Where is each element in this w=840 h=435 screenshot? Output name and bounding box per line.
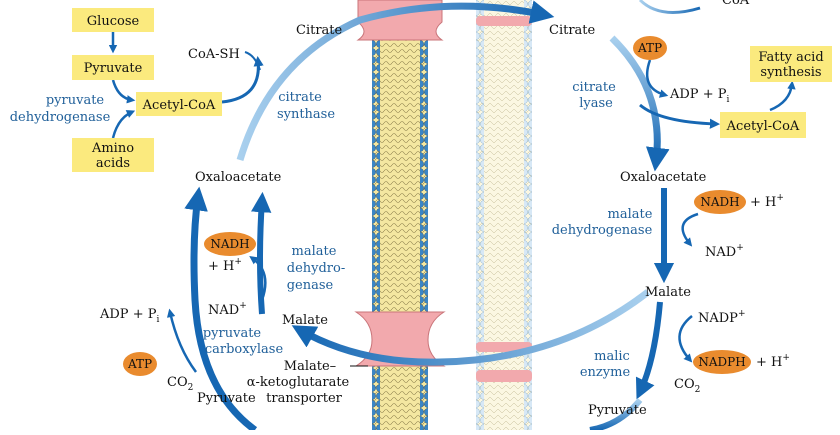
malate-left-label: Malate <box>282 313 328 328</box>
arrow-coash-release <box>244 51 261 71</box>
acetyl-coa-left-label: Acetyl-CoA <box>142 98 216 113</box>
arrow-to-fatty-acid <box>769 80 796 112</box>
atp-right-text: ATP <box>637 41 662 55</box>
arrow-citrate-to-oxaloacetate <box>609 35 670 172</box>
enzyme-malate-dh-right-1: malate <box>608 207 653 222</box>
oxaloacetate-right-label: Oxaloacetate <box>620 170 707 185</box>
pyruvate-right-label: Pyruvate <box>588 403 647 418</box>
transporter-label-line1: Malate– <box>284 359 336 374</box>
enzyme-pyruvate-dh-1: pyruvate <box>46 93 105 108</box>
atp-left-text: ATP <box>127 357 152 371</box>
enzyme-pyruvate-carboxylase-2: carboxylase <box>205 342 284 357</box>
acetyl-coa-right-label: Acetyl-CoA <box>726 119 800 134</box>
arrow-malate-import <box>291 289 651 366</box>
arrow-nadh-right <box>681 212 699 247</box>
box-fatty-acid-synthesis: Fatty acid synthesis <box>750 46 832 82</box>
arrow-nadh-left <box>249 256 267 301</box>
coa-sh-label: CoA-SH <box>188 47 240 62</box>
arrow-pyruvate-acetylcoa <box>111 79 136 104</box>
h-plus-right-label: + H+ <box>750 193 784 210</box>
nadh-left-text: NADH <box>210 237 249 251</box>
nad-right-label: NAD+ <box>705 243 744 260</box>
arrow-pyruvate-to-oxaloacetate <box>184 186 258 433</box>
transporter-label-line2: α-ketoglutarate <box>247 375 350 390</box>
arrow-malate-to-oxaloacetate <box>251 191 272 315</box>
box-pyruvate-left: Pyruvate <box>72 55 154 80</box>
fatty-acid-line1: Fatty acid <box>758 50 823 65</box>
enzyme-citrate-lyase-1: citrate <box>572 80 616 95</box>
oxaloacetate-left-label: Oxaloacetate <box>195 170 282 185</box>
nadp-plus-label: NADP+ <box>698 309 745 326</box>
enzyme-malate-dh-left-2: dehydro- <box>287 261 346 276</box>
transporter-malate <box>354 311 446 367</box>
enzyme-malic-1: malic <box>594 349 630 364</box>
porin-top <box>476 16 532 26</box>
outer-membrane-right <box>476 0 532 430</box>
enzyme-citrate-synthase-2: synthase <box>277 107 335 122</box>
badge-atp-right: ATP <box>633 36 667 60</box>
arrow-atp-left <box>166 308 198 373</box>
h-plus-left-label: + H+ <box>208 257 242 274</box>
box-amino-acids: Amino acids <box>72 138 154 172</box>
nadh-right-text: NADH <box>700 195 739 209</box>
enzyme-citrate-synthase-1: citrate <box>278 90 322 105</box>
arrow-amino-acetylcoa <box>111 110 136 139</box>
box-acetyl-coa-right: Acetyl-CoA <box>720 112 806 138</box>
badge-atp-left: ATP <box>123 352 157 376</box>
box-acetyl-coa-left: Acetyl-CoA <box>136 92 222 116</box>
enzyme-malate-dh-right-2: dehydrogenase <box>552 223 653 238</box>
pyruvate-left-label: Pyruvate <box>197 391 256 406</box>
h-plus-nadph-label: + H+ <box>756 353 790 370</box>
badge-nadh-left: NADH <box>204 232 256 256</box>
nad-left-label: NAD+ <box>208 301 247 318</box>
porin-bottom <box>476 370 532 382</box>
citrate-left-label: Citrate <box>296 23 343 38</box>
box-glucose: Glucose <box>72 8 154 32</box>
arrow-malate-to-pyruvate <box>635 301 663 400</box>
arrow-to-acetylcoa-right <box>639 103 721 129</box>
arrow-acetylcoa-citrate <box>221 55 264 104</box>
arrow-citrate-export <box>236 0 555 162</box>
co2-right-label: CO2 <box>674 377 700 395</box>
pyruvate-box-label: Pyruvate <box>84 61 143 76</box>
enzyme-malic-2: enzyme <box>580 365 631 380</box>
arrow-nadp-right <box>678 315 693 363</box>
enzyme-malate-dh-left-1: malate <box>292 244 337 259</box>
glucose-label: Glucose <box>87 14 140 29</box>
enzyme-malate-dh-left-3: genase <box>287 278 334 293</box>
amino-acids-line1: Amino <box>91 141 134 156</box>
adp-pi-right-label: ADP + Pi <box>669 87 729 105</box>
fatty-acid-line2: synthesis <box>760 65 821 80</box>
arrow-pyruvate-return <box>589 398 643 433</box>
arrow-atp-in <box>645 59 669 98</box>
enzyme-citrate-lyase-2: lyase <box>579 96 613 111</box>
malate-right-label: Malate <box>645 285 691 300</box>
enzyme-pyruvate-dh-2: dehydrogenase <box>10 110 111 125</box>
arrow-coa-top <box>638 0 701 14</box>
badge-nadph: NADPH <box>693 350 751 374</box>
transporter-label-line3: transporter <box>266 391 343 406</box>
badge-nadh-right: NADH <box>694 190 746 214</box>
coa-top-label: CoA <box>722 0 750 8</box>
citrate-right-label: Citrate <box>549 23 596 38</box>
nadph-text: NADPH <box>698 355 745 369</box>
adp-pi-left-label: ADP + Pi <box>99 307 159 325</box>
enzyme-pyruvate-carboxylase-1: pyruvate <box>203 326 262 341</box>
amino-acids-line2: acids <box>96 156 130 171</box>
co2-left-label: CO2 <box>167 375 193 393</box>
